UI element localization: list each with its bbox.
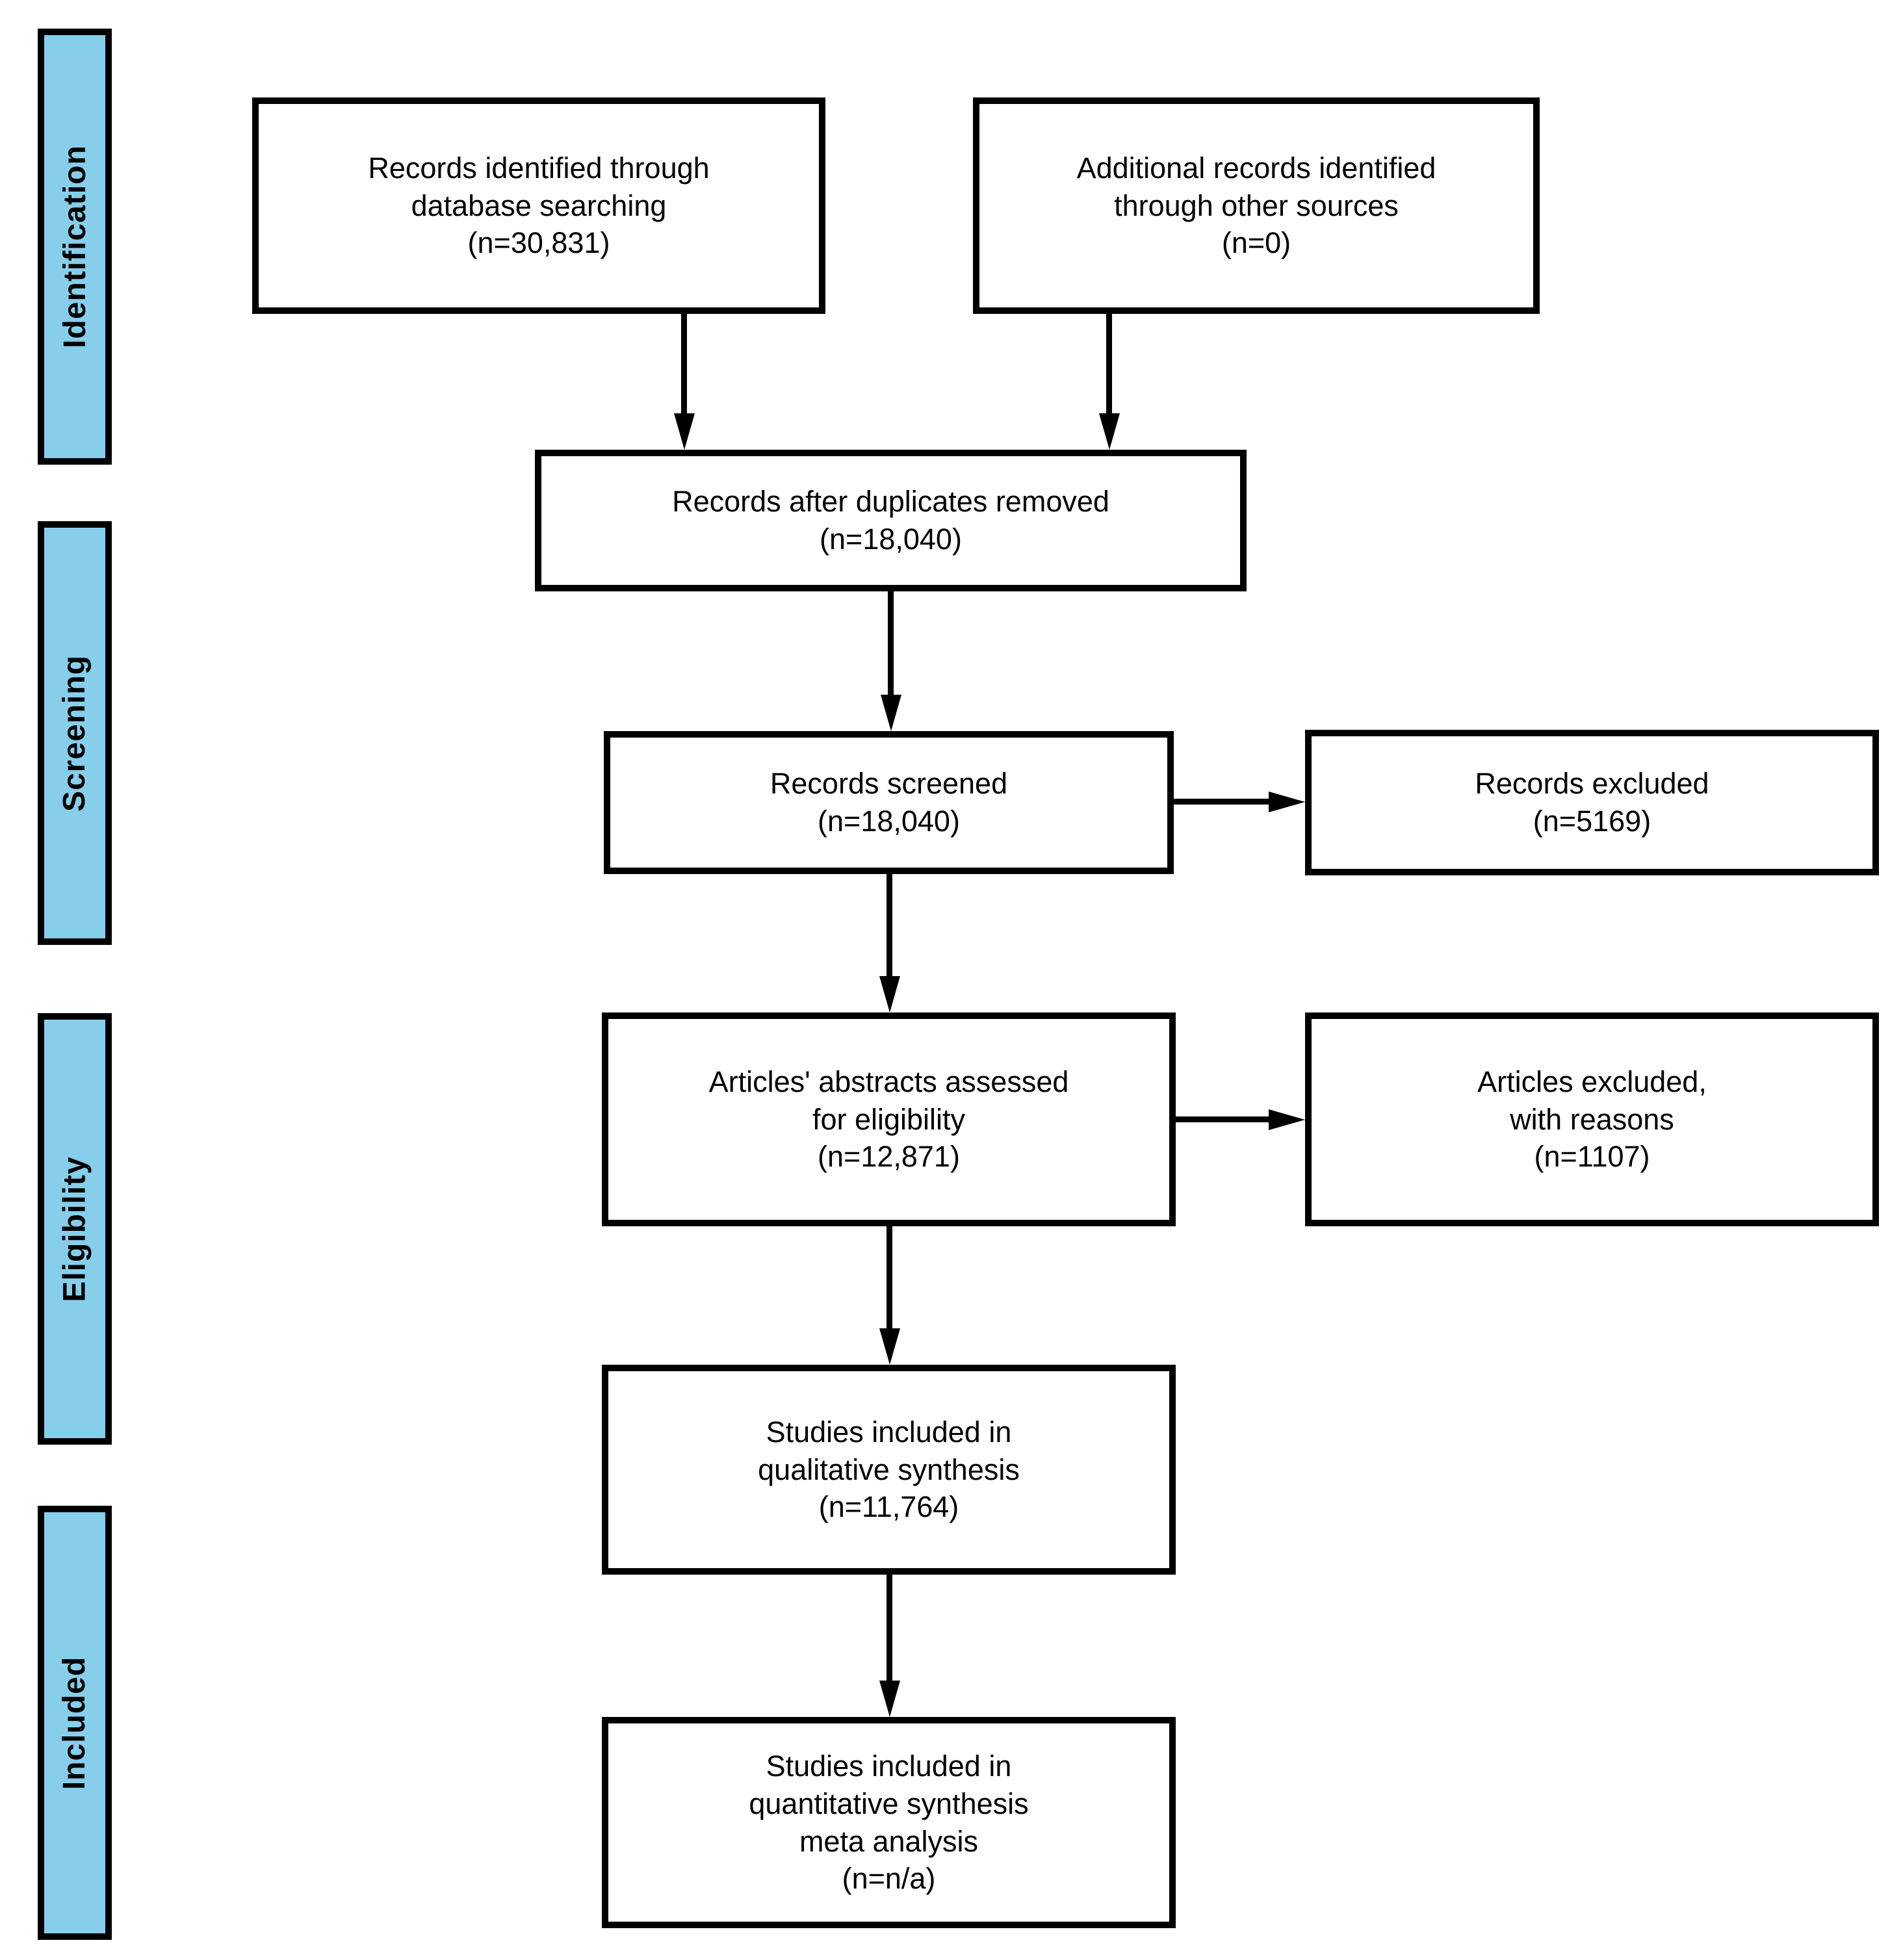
stage-included-label: Included [57,1656,92,1790]
box-records-identified-text: Records identified through database sear… [259,149,819,262]
text-line: Records identified through [368,151,710,185]
box-records-screened: Records screened (n=18,040) [604,731,1174,874]
text-line: Studies included in [766,1749,1012,1783]
box-quantitative-synthesis-text: Studies included in quantitative synthes… [608,1747,1169,1897]
text-line: (n=18,040) [818,805,960,838]
text-line: meta analysis [799,1824,979,1858]
text-line: (n=12,871) [818,1140,960,1174]
stage-eligibility: Eligibility [38,1013,112,1445]
box-records-excluded-text: Records excluded (n=5169) [1312,765,1872,840]
box-articles-excluded-text: Articles excluded, with reasons (n=1107) [1312,1063,1872,1176]
text-line: through other sources [1114,188,1399,222]
stage-eligibility-label: Eligibility [57,1155,92,1302]
text-line: Studies included in [766,1415,1012,1449]
arrow-screened-to-abstracts [887,874,892,976]
arrow-screened-to-excluded [1174,799,1269,805]
box-records-identified: Records identified through database sear… [252,97,825,314]
text-line: database searching [411,188,667,222]
text-line: Records excluded [1475,767,1709,801]
text-line: Records screened [770,767,1008,801]
text-line: (n=5169) [1533,805,1651,838]
box-records-screened-text: Records screened (n=18,040) [610,765,1167,840]
text-line: (n=18,040) [820,522,962,556]
box-records-excluded: Records excluded (n=5169) [1305,730,1879,875]
box-additional-records: Additional records identified through ot… [973,97,1540,314]
arrow-identified-to-duplicates [681,314,687,413]
box-abstracts-assessed-text: Articles' abstracts assessed for eligibi… [608,1063,1169,1176]
arrow-additional-to-duplicates [1106,314,1112,413]
box-qualitative-synthesis-text: Studies included in qualitative synthesi… [608,1413,1169,1526]
stage-screening: Screening [38,521,112,945]
stage-identification-label: Identification [57,145,92,348]
text-line: (n=11,764) [818,1490,959,1524]
box-additional-records-text: Additional records identified through ot… [979,149,1533,262]
text-line: Additional records identified [1076,151,1436,185]
stage-included: Included [38,1506,112,1940]
arrow-abstracts-to-excluded [1176,1116,1269,1122]
text-line: Records after duplicates removed [672,485,1109,519]
text-line: with reasons [1510,1102,1674,1136]
text-line: quantitative synthesis [749,1786,1029,1820]
box-duplicates-removed-text: Records after duplicates removed (n=18,0… [541,483,1240,558]
box-articles-excluded: Articles excluded, with reasons (n=1107) [1305,1012,1879,1226]
arrow-qualitative-to-quantitative [887,1575,892,1681]
text-line: Articles' abstracts assessed [708,1065,1069,1099]
stage-identification: Identification [38,29,112,465]
text-line: (n=n/a) [842,1862,936,1896]
box-qualitative-synthesis: Studies included in qualitative synthesi… [602,1365,1176,1575]
text-line: for eligibility [812,1102,966,1136]
text-line: (n=0) [1221,226,1291,260]
arrow-duplicates-to-screened [888,591,894,695]
box-quantitative-synthesis: Studies included in quantitative synthes… [602,1717,1176,1928]
box-abstracts-assessed: Articles' abstracts assessed for eligibi… [602,1012,1176,1226]
arrow-abstracts-to-qualitative [887,1226,892,1328]
text-line: Articles excluded, [1477,1065,1707,1099]
text-line: qualitative synthesis [758,1452,1020,1486]
text-line: (n=1107) [1534,1140,1650,1174]
stage-screening-label: Screening [57,654,92,812]
box-duplicates-removed: Records after duplicates removed (n=18,0… [535,450,1247,591]
text-line: (n=30,831) [467,226,610,260]
